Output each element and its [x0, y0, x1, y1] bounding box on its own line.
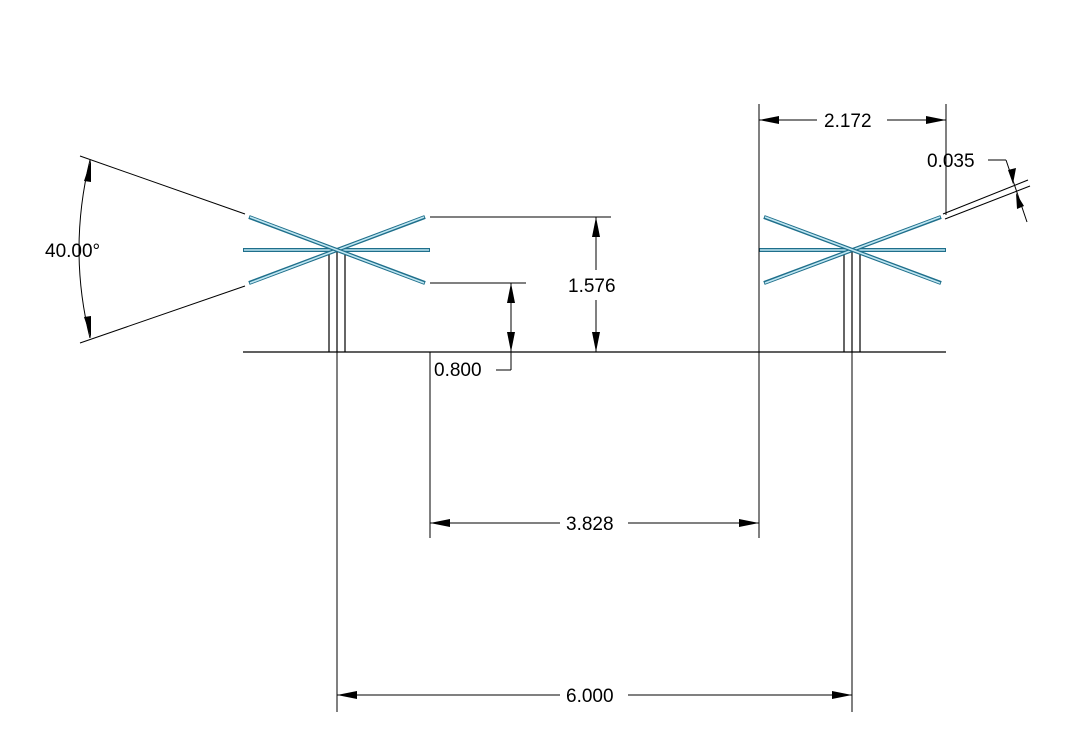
top-width-label: 2.172 [824, 111, 872, 132]
support-height-dimension [430, 282, 526, 371]
support-height-label: 0.800 [434, 360, 482, 381]
right-support-post [843, 250, 861, 352]
top-width-dimension [758, 104, 947, 352]
right-blade-assembly [759, 215, 946, 285]
center-spacing-dimension [336, 352, 853, 712]
angle-label: 40.00° [45, 241, 100, 262]
angle-dimension [78, 155, 246, 344]
center-spacing-label: 6.000 [566, 686, 614, 707]
total-height-dimension [430, 216, 611, 353]
thickness-dimension [942, 159, 1031, 223]
inner-gap-label: 3.828 [566, 514, 614, 535]
total-height-label: 1.576 [568, 276, 616, 297]
thickness-label: 0.035 [927, 151, 975, 172]
left-support-post [328, 250, 346, 352]
left-blade-assembly [243, 215, 430, 285]
inner-gap-dimension [429, 352, 760, 538]
